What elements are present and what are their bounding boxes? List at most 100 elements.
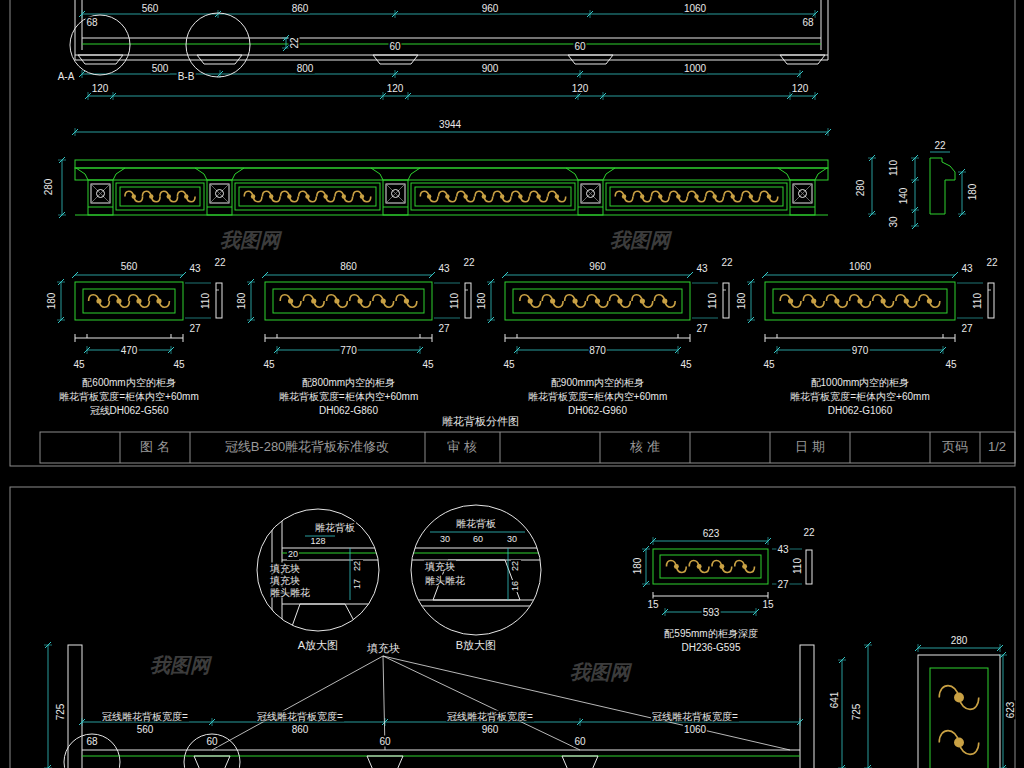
drawing-line [662, 609, 668, 615]
outline-shape [113, 168, 125, 180]
drawing-line [168, 347, 174, 353]
dimension-text: 641 [829, 691, 840, 710]
drawing-line [88, 92, 89, 100]
dimension-text: 45 [502, 359, 515, 370]
title-cell: 冠线B-280雕花背板标准修改 [224, 440, 391, 454]
drawing-line [82, 14, 815, 15]
dimension-text: 560 [120, 261, 139, 272]
drawing-line [185, 283, 211, 284]
outline-rect [790, 180, 815, 215]
drawing-line [44, 645, 52, 646]
drawing-line [87, 346, 88, 354]
outline-rect [265, 282, 432, 320]
carving-ornament [780, 295, 801, 307]
title-cell: 1/2 [987, 440, 1007, 454]
leader-line [383, 656, 580, 750]
drawing-line [248, 279, 254, 285]
drawing-line [600, 432, 601, 463]
drawing-line [821, 0, 822, 50]
drawing-line [380, 93, 386, 99]
drawing-line [580, 70, 581, 78]
outline-rect [68, 645, 82, 768]
drawing-line [918, 644, 919, 652]
drawing-line [110, 93, 116, 99]
carving-ornament [167, 194, 171, 198]
drawing-line [487, 282, 495, 283]
detail-b-drawing [405, 532, 550, 606]
drawing-line [957, 318, 983, 319]
outline-shape [780, 55, 825, 64]
drawing-line [650, 538, 656, 544]
dimension-text: 45 [679, 359, 692, 370]
outline-rect [513, 289, 682, 313]
dimension-text: 470 [120, 345, 139, 356]
note-text: 配1000mm内空的柜身 [810, 377, 911, 388]
carving-ornament [542, 295, 563, 307]
carving-ornament [689, 561, 709, 573]
drawing-line [277, 334, 278, 338]
carving-ornament [528, 298, 533, 303]
carving-ornament [299, 191, 317, 202]
section-label: B-B [177, 71, 196, 82]
carving-ornament [512, 191, 530, 202]
dimension-text: 60 [378, 736, 391, 747]
drawing-line [1000, 652, 1006, 658]
drawing-line [958, 172, 966, 173]
dimension-text: 120 [791, 83, 810, 94]
carving-ornament [427, 194, 431, 198]
drawing-line [180, 272, 186, 278]
dimension-text: 280 [950, 635, 969, 646]
outline-rect [581, 184, 600, 203]
dimension-text: 120 [571, 83, 590, 94]
drawing-line [868, 158, 876, 159]
drawing-line [82, 38, 821, 39]
drawing-line [578, 207, 603, 208]
outline-shape [568, 55, 613, 64]
dimension-text: 43 [695, 263, 708, 274]
carving-ornament [177, 191, 195, 202]
dimension-text: 30 [506, 535, 518, 545]
detail-circle: 雕花背板填充块填充块雕头雕花A放大图 [256, 508, 380, 632]
drawing-line [915, 645, 921, 651]
dimension-text: 110 [792, 557, 803, 575]
carving-ornament [132, 194, 136, 198]
outline-rect [120, 187, 200, 206]
outline-rect [765, 282, 955, 320]
drawing-line [940, 347, 946, 353]
drawing-line [790, 207, 815, 208]
detail-marker-circle [587, 190, 595, 198]
dimension-text: 860 [291, 3, 310, 14]
drawing-line [218, 10, 219, 18]
drawing-line [675, 347, 681, 353]
carving-ornament [919, 295, 940, 307]
carving-ornament [482, 194, 486, 198]
carving-ornament [280, 295, 301, 307]
drawing-line [430, 532, 525, 533]
carving-ornament [536, 194, 540, 198]
carving-ornament [548, 191, 566, 202]
drawing-line [580, 718, 581, 726]
carving-ornament [615, 191, 633, 202]
drawing-line [82, 44, 821, 45]
drawing [10, 0, 1015, 768]
drawing-line [282, 548, 390, 549]
title-cell: 核 准 [629, 440, 661, 454]
carving-ornament [927, 298, 932, 303]
detail-marker-circle [70, 15, 130, 75]
dimension-text: 45 [944, 359, 957, 370]
dimension-text: 16 [511, 580, 521, 592]
drawing-line [79, 719, 85, 725]
outline-shape [232, 168, 244, 180]
outline-rect [10, 0, 1015, 466]
carving-ornament [269, 194, 273, 198]
carving-ornament [342, 194, 346, 198]
drawing-line [383, 207, 408, 208]
drawing-line [872, 158, 873, 214]
outline-shape [371, 168, 383, 180]
drawing-line [692, 318, 718, 319]
dimension-text: 30 [439, 535, 451, 545]
outline-rect [75, 168, 828, 180]
carving-ornament [662, 298, 667, 303]
drawing-line [405, 600, 550, 601]
drawing-line [1003, 655, 1004, 768]
